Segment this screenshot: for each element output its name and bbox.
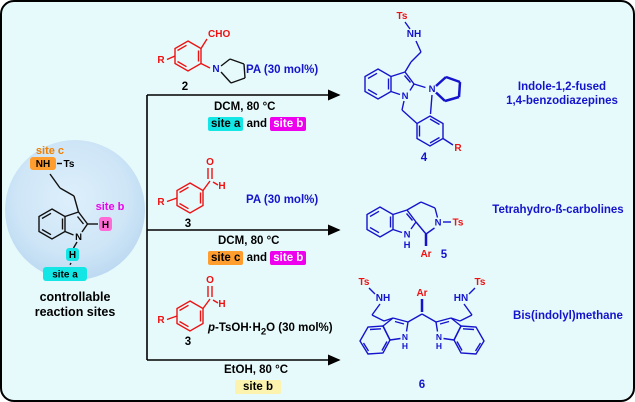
site-b-label: site b	[96, 201, 125, 213]
product-5-ar-label: Ar	[420, 249, 431, 260]
product-6-structure: Ts NH Ts HN Ar	[359, 277, 486, 391]
substrate-bonds	[38, 173, 98, 267]
product-6-ts-right-label: Ts	[475, 277, 486, 288]
site-a-highlight-box	[43, 267, 87, 281]
conditions-bottom-label: EtOH, 80 °C	[224, 364, 289, 376]
conjunction-middle: and	[246, 252, 268, 264]
site-b-tag-top: site b	[270, 117, 307, 131]
product-5-indole-n-label: N	[404, 230, 411, 241]
caption-line-1: controllable	[39, 290, 111, 304]
sites-middle-line: site c and site b	[208, 251, 307, 265]
nh-highlight-box	[30, 157, 56, 170]
product-5-ts-label: Ts	[453, 218, 464, 229]
reagent-3-bottom-bonds	[166, 286, 219, 332]
conjunction-top: and	[246, 118, 268, 130]
substrate-n-label: N	[75, 232, 82, 243]
product-5-number: 5	[441, 249, 448, 261]
product-5-indole-h-label: H	[404, 240, 411, 251]
reagent-2-r-label: R	[157, 55, 165, 66]
reagent-3-bottom-number: 3	[185, 336, 191, 348]
product-4-bonds	[364, 40, 454, 147]
product-6-h-right-label: H	[436, 341, 442, 351]
reagent-3-middle-o-label: O	[206, 157, 214, 168]
reagent-2-cho-label: CHO	[208, 29, 230, 40]
reagent-3-middle-number: 3	[185, 218, 191, 230]
reagent-3-middle-r-label: R	[157, 197, 165, 208]
reagent-2-structure: CHO R N 2	[157, 29, 246, 93]
substrate-ts-label: Ts	[64, 159, 75, 170]
catalyst-middle-label: PA (30 mol%)	[246, 194, 319, 206]
substrate-nh-label: NH	[36, 159, 50, 170]
site-a-tag: site a	[208, 117, 244, 131]
product-6-hn-right-label: HN	[454, 293, 468, 304]
product-4-r-label: R	[454, 143, 462, 154]
reagent-3-middle-h-label: H	[218, 181, 225, 192]
reagent-3-structure-middle: O H R 3	[157, 157, 225, 230]
site-a-h-highlight-box	[66, 248, 79, 261]
reagent-2-n-label: N	[212, 64, 219, 75]
catalyst-bottom-tail: O (30 mol%)	[266, 322, 333, 334]
product-6-number: 6	[419, 379, 425, 391]
product-4-name-line-1: Indole-1,2-fused	[517, 81, 607, 93]
product-6-ts-left-label: Ts	[359, 277, 370, 288]
catalyst-top-label: PA (30 mol%)	[246, 64, 319, 76]
product-6-nh-left-label: NH	[376, 293, 390, 304]
substrate-structure: site c NH Ts N H site b H site a	[30, 145, 125, 281]
site-b-h-highlight-box	[99, 217, 112, 231]
product-4-pyrrolidine-bonds	[435, 75, 462, 103]
product-4-name-line-2: 1,4-benzodiazepines	[506, 95, 618, 107]
product-6-bonds	[359, 303, 485, 355]
product-4-ts-label: Ts	[397, 11, 408, 22]
conditions-middle-label: DCM, 80 °C	[218, 235, 280, 247]
product-4-number: 4	[421, 152, 428, 164]
reagent-3-bottom-r-label: R	[157, 315, 165, 326]
reagent-3-bottom-o-label: O	[206, 275, 214, 286]
site-b-tag-bottom: site b	[235, 380, 282, 394]
reagent-2-number: 2	[182, 81, 188, 93]
caption-line-2: reaction sites	[34, 305, 116, 319]
site-a-label: site a	[52, 270, 78, 281]
reagent-2-pyrrolidine-bonds	[220, 58, 246, 84]
product-4-name: Indole-1,2-fused 1,4-benzodiazepines	[489, 80, 633, 108]
product-6-name: Bis(indolyl)methane	[513, 310, 623, 322]
catalyst-bottom-label: p-TsOH·H2O (30 mol%)	[208, 322, 333, 337]
site-b-tag-middle: site b	[270, 251, 307, 265]
catalyst-bottom-italic-p: p	[208, 322, 216, 334]
product-4-structure: Ts NH	[364, 11, 462, 164]
substrate-c2-h-label: H	[102, 220, 109, 231]
product-5-ring-n-label: N	[435, 218, 442, 229]
product-6-n-right-label: N	[436, 332, 442, 342]
sites-bottom-line: site b	[235, 380, 282, 394]
product-5-name: Tetrahydro-ß-carbolines	[492, 204, 624, 216]
site-c-tag: site c	[208, 251, 244, 265]
reagent-3-bottom-h-label: H	[218, 299, 225, 310]
product-4-nh-label: NH	[407, 29, 421, 40]
reagent-3-middle-bonds	[166, 168, 219, 214]
reagent-2-ring-bonds	[166, 38, 211, 72]
catalyst-bottom-main: -TsOH·H	[215, 322, 261, 334]
site-c-label: site c	[36, 145, 64, 157]
conditions-top-label: DCM, 80 °C	[214, 101, 276, 113]
product-5-structure: N H N Ts Ar 5	[366, 201, 464, 261]
product-5-bonds	[366, 201, 451, 238]
product-6-n-left-label: N	[402, 332, 408, 342]
catalyst-bottom-subscript: 2	[260, 326, 267, 338]
substrate-n-h-label: H	[69, 250, 76, 261]
product-6-h-left-label: H	[402, 341, 408, 351]
substrate-caption: controllable reaction sites	[8, 290, 142, 320]
sites-top-line: site a and site b	[208, 117, 307, 131]
reagent-3-structure-bottom: O H R 3	[157, 275, 225, 348]
product-4-ring-n-label: N	[429, 84, 436, 95]
product-6-ar-label: Ar	[416, 288, 427, 299]
product-4-indole-n-label: N	[402, 91, 409, 102]
